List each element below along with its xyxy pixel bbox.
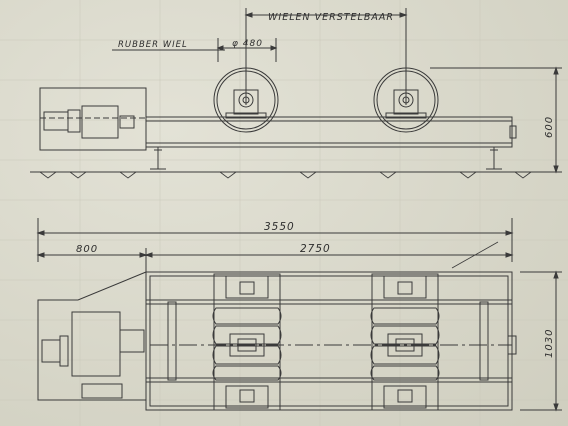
wheel-side-2	[373, 67, 439, 133]
bed-frame-side	[145, 116, 517, 148]
dimension-width	[520, 270, 562, 412]
label-rubber-wheel: RUBBER WIEL	[118, 40, 188, 50]
drive-motor-side	[39, 87, 147, 151]
label-overall-length: 3550	[264, 221, 295, 233]
label-bed-length: 2750	[300, 243, 331, 255]
feet-side	[150, 147, 502, 170]
ground-line	[30, 171, 540, 179]
drive-housing-top	[37, 271, 147, 401]
wheel-assembly-top-1	[212, 273, 282, 411]
dimension-height	[430, 66, 562, 174]
label-drive-length: 800	[76, 244, 98, 255]
bed-frame-top	[145, 271, 517, 411]
side-view	[30, 8, 562, 179]
wheel-assembly-top-2	[370, 273, 440, 411]
wheel-side-1	[213, 67, 279, 133]
top-view	[36, 218, 562, 412]
label-wheels-adjustable: WIELEN VERSTELBAAR	[268, 12, 394, 23]
label-height: 600	[544, 116, 555, 138]
dimension-wheels-adjustable	[244, 8, 408, 105]
dimension-overall-length	[36, 218, 514, 272]
label-wheel-diameter: φ 480	[232, 39, 263, 49]
leader-rubber-wheel	[112, 38, 278, 62]
label-width: 1030	[544, 329, 555, 358]
